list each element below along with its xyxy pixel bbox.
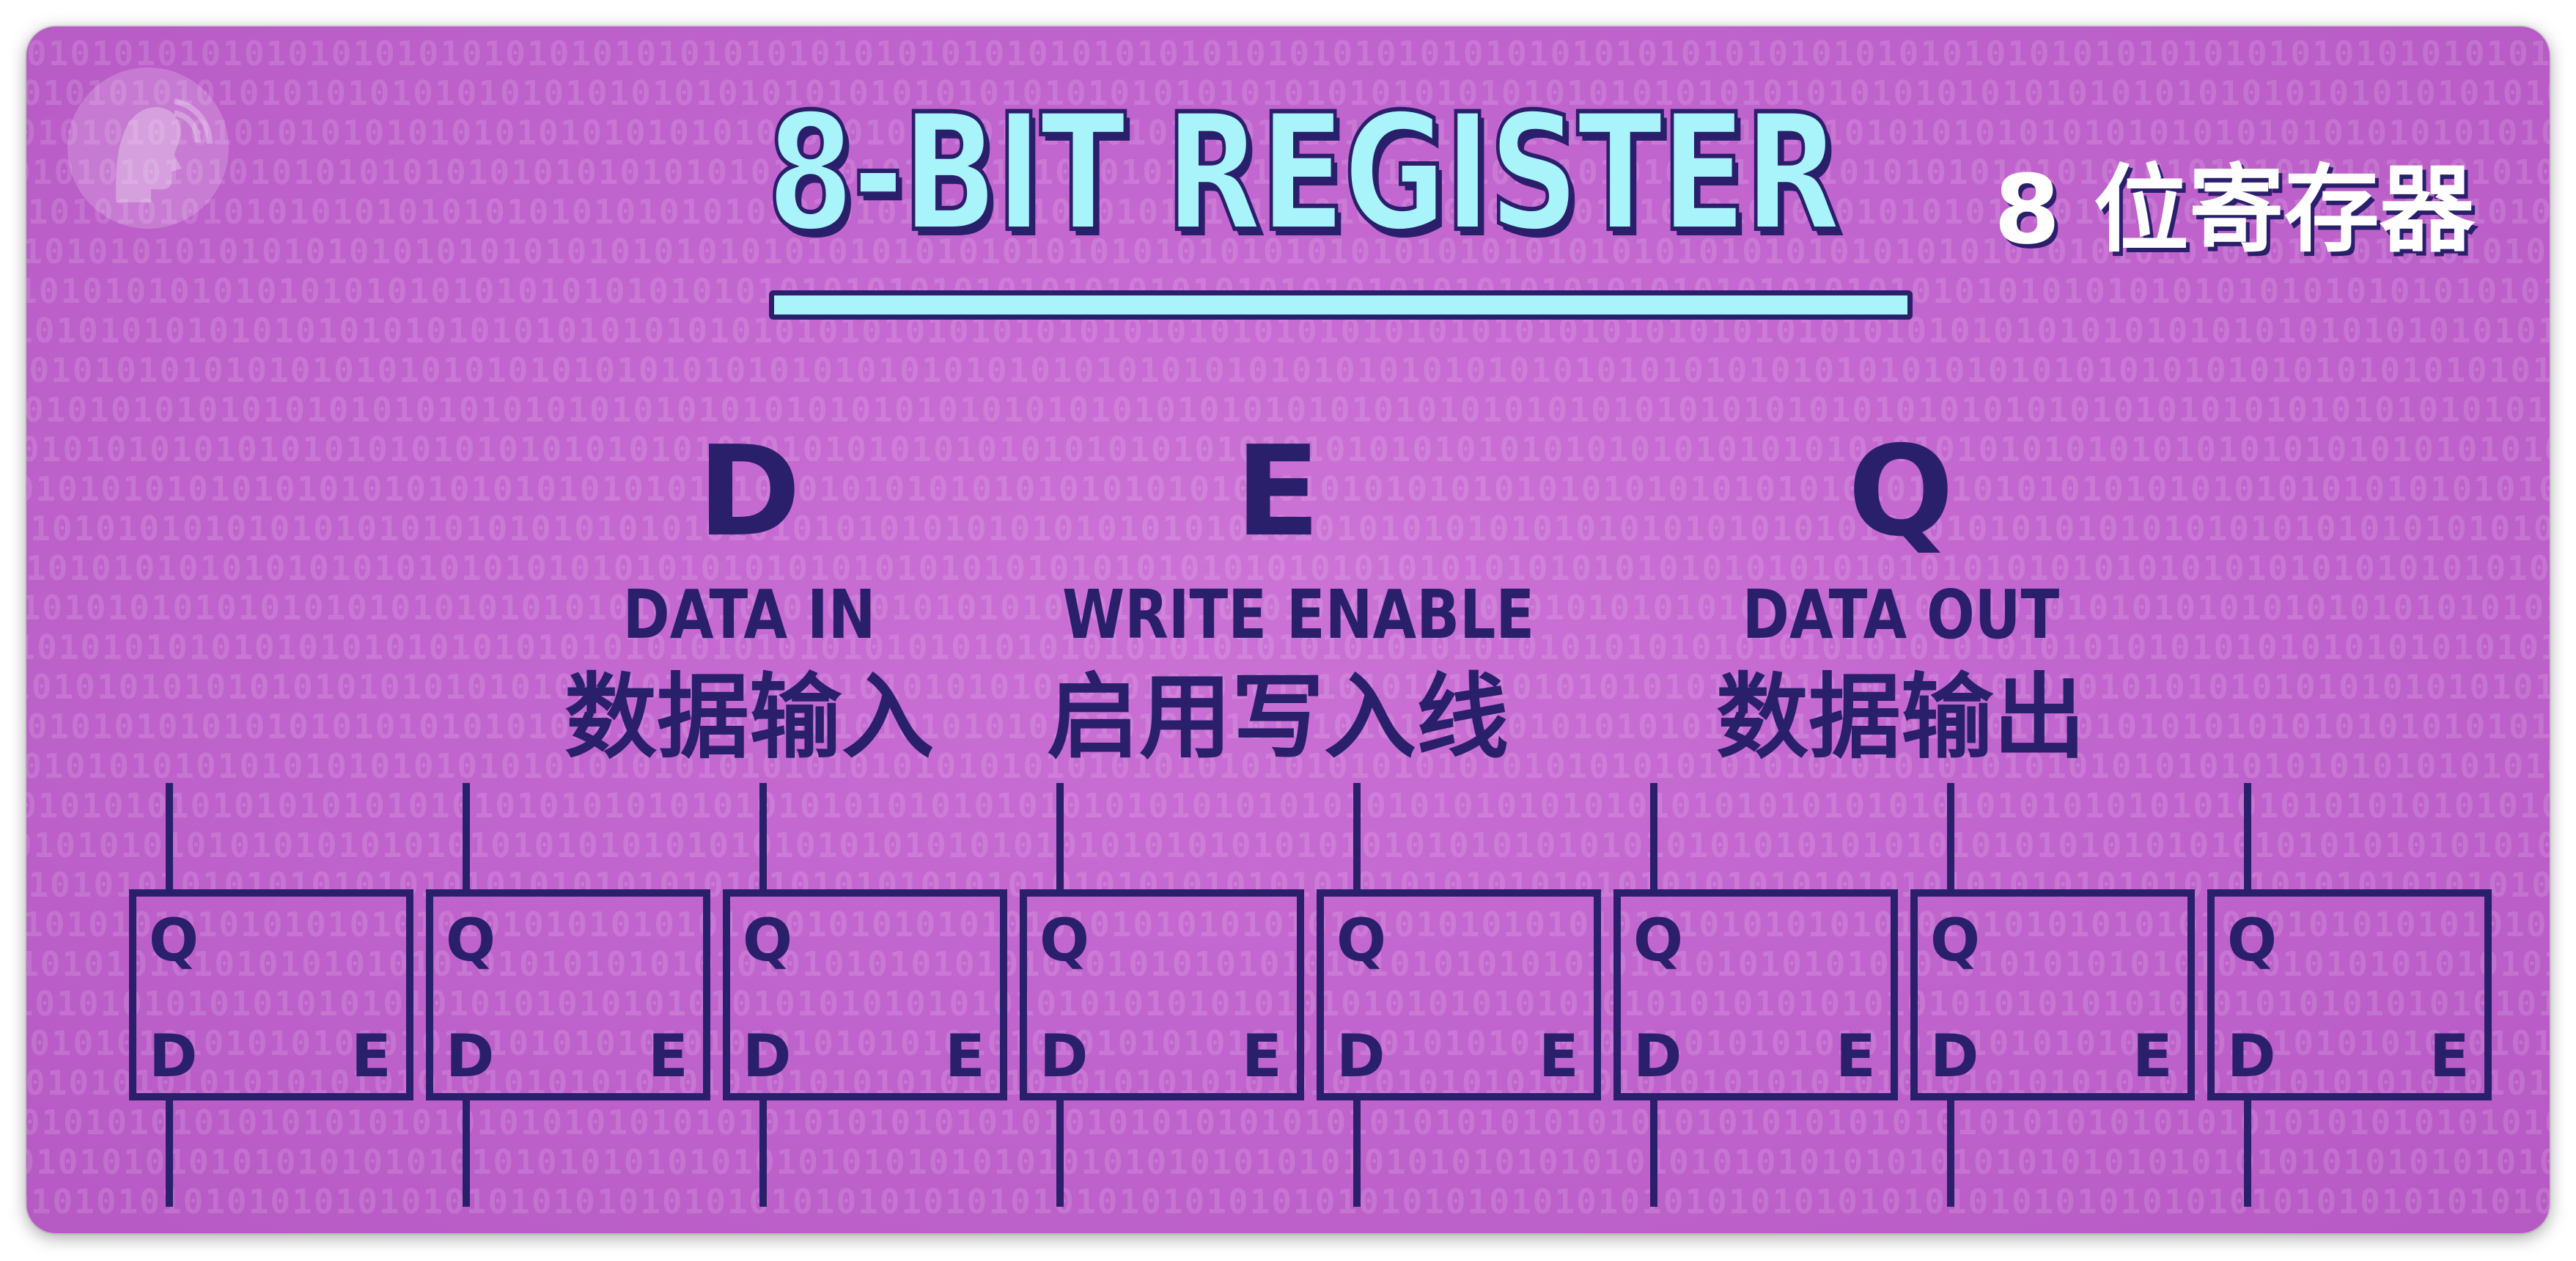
title-underline (769, 290, 1913, 320)
latch-pin-e: E (351, 1022, 391, 1090)
latch-pin-q: Q (1633, 906, 1683, 974)
latch-box (1613, 889, 1898, 1100)
label-letter: Q (1847, 419, 1954, 565)
latch-pin-d: D (1336, 1022, 1385, 1090)
label-data-out: Q DATA OUT 数据输出 (1644, 422, 2157, 773)
label-chinese: 数据输入 (564, 663, 934, 771)
latch-1: QD E (129, 783, 413, 1207)
latch-pin-e: E (2429, 1022, 2470, 1090)
latch-pin-d: D (446, 1022, 494, 1090)
latch-box (1317, 889, 1601, 1100)
latch-pin-e: E (1539, 1022, 1579, 1090)
latch-pin-q: Q (1930, 906, 1980, 974)
latch-pin-q: Q (149, 906, 199, 974)
latch-pin-e: E (1836, 1022, 1876, 1090)
pbs-logo-icon (67, 67, 229, 229)
latch-6: QD E (1613, 783, 1898, 1207)
latch-box (129, 889, 413, 1100)
latch-pin-q: Q (1039, 906, 1089, 974)
latch-box (1910, 889, 2195, 1100)
latch-pin-q: Q (743, 906, 792, 974)
latch-pin-e: E (945, 1022, 985, 1090)
latch-pin-d: D (1633, 1022, 1682, 1090)
label-chinese: 数据输出 (1716, 663, 2086, 771)
latch-box (426, 889, 710, 1100)
latch-pin-q: Q (446, 906, 496, 974)
latch-2: QD E (426, 783, 710, 1207)
label-letter: E (1234, 419, 1321, 565)
label-chinese: 启用写入线 (1047, 663, 1509, 771)
latch-pin-e: E (2132, 1022, 2173, 1090)
label-letter: D (697, 419, 801, 565)
label-english: DATA OUT (1742, 576, 2060, 654)
latch-3: QD E (723, 783, 1007, 1207)
latch-box (2207, 889, 2492, 1100)
latch-pin-q: Q (1336, 906, 1386, 974)
latch-pin-e: E (1242, 1022, 1282, 1090)
label-data-in: D DATA IN 数据输入 (493, 422, 1006, 773)
latch-pin-d: D (743, 1022, 791, 1090)
latch-pin-d: D (1039, 1022, 1088, 1090)
latch-pin-d: D (149, 1022, 197, 1090)
label-english: DATA IN (622, 576, 876, 654)
latch-5: QD E (1317, 783, 1601, 1207)
label-write-enable: E WRITE ENABLE 启用写入线 (1021, 422, 1534, 773)
latch-4: QD E (1020, 783, 1304, 1207)
page-subtitle: 8 位寄存器 (1994, 154, 2475, 265)
latch-pin-d: D (1930, 1022, 1979, 1090)
latch-box (723, 889, 1007, 1100)
latch-pin-d: D (2227, 1022, 2275, 1090)
label-english: WRITE ENABLE (1062, 576, 1535, 654)
latch-pin-q: Q (2227, 906, 2277, 974)
latch-box (1020, 889, 1304, 1100)
latch-8: QD E (2207, 783, 2492, 1207)
latch-7: QD E (1910, 783, 2195, 1207)
latch-pin-e: E (648, 1022, 688, 1090)
slide-frame: 0101010101010101010101010101010101010101… (26, 26, 2550, 1233)
